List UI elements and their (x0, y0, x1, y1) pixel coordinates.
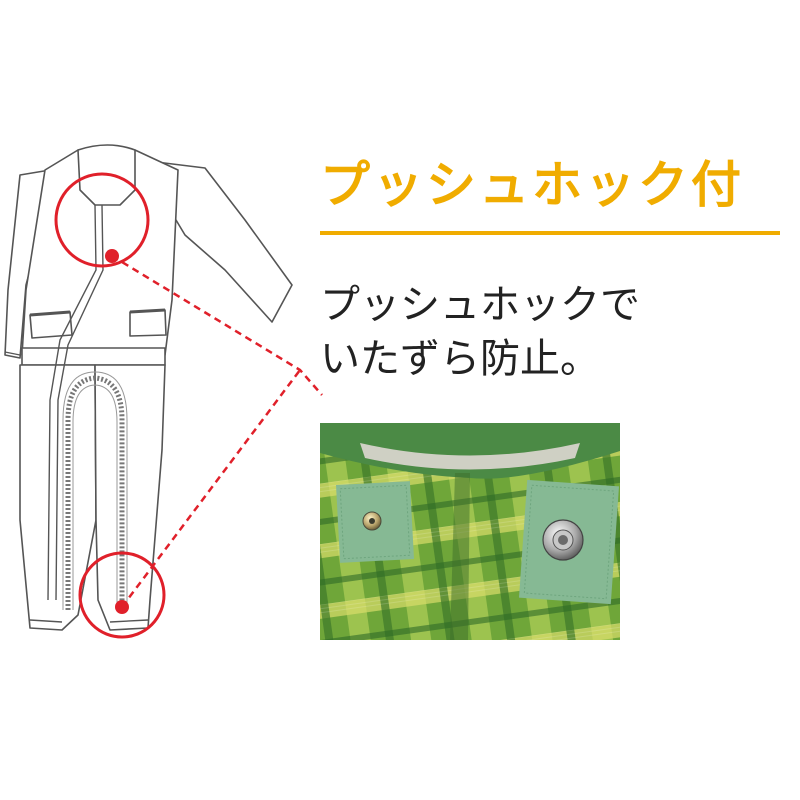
leader-line-lower (121, 369, 301, 608)
neck-callout (54, 172, 150, 268)
zipper-track (65, 375, 125, 610)
heading: プッシュホック付 (320, 156, 744, 214)
description: プッシュホックで いたずら防止。 (320, 278, 780, 386)
collar-band (320, 423, 620, 479)
right-sleeve (139, 159, 293, 323)
heading-underline (320, 231, 780, 235)
leader-line-upper (111, 254, 323, 396)
waistband (21, 347, 166, 366)
snap-button-photo (320, 423, 620, 640)
left-snap-patch (336, 481, 414, 563)
right-snap-patch (518, 479, 620, 605)
description-line-2: いたずら防止。 (320, 336, 600, 382)
ankle-callout (78, 551, 166, 639)
right-pocket (129, 309, 167, 337)
right-leg (94, 364, 166, 631)
description-line-1: プッシュホックで (320, 282, 640, 328)
